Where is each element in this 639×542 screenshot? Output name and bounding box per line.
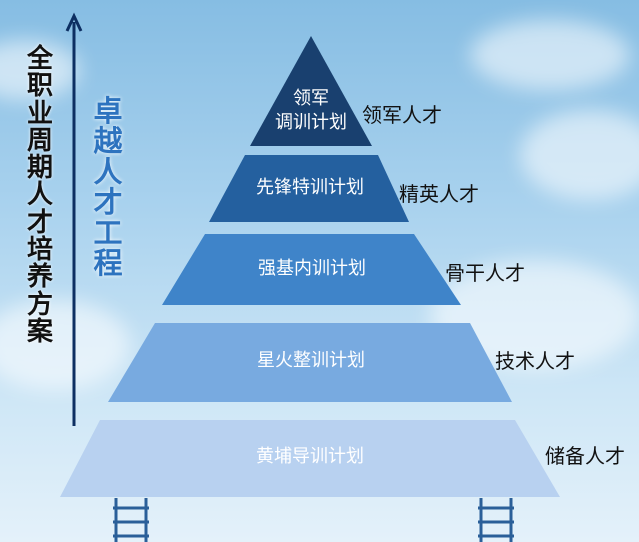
tier-plan-text: 黄埔导训计划 — [256, 446, 364, 467]
tier-plan-text: 强基内训计划 — [258, 258, 366, 279]
pyramid-tier — [209, 155, 409, 222]
pyramid-tier — [60, 420, 560, 497]
tier-plan-text: 先锋特训计划 — [256, 177, 364, 198]
cloud — [0, 300, 130, 390]
tier-label: 骨干人才 — [445, 261, 525, 285]
tier-plan-text: 星火整训计划 — [257, 350, 365, 371]
pyramid-tier — [250, 36, 372, 146]
tier-label: 领军人才 — [362, 103, 442, 127]
left-vertical-title: 全职业周期人才培养方案 — [26, 44, 53, 347]
tier-plan-text: 领军 — [293, 88, 329, 109]
tier-label: 精英人才 — [399, 182, 479, 206]
vertical-subtitle: 卓越人才工程 — [93, 94, 123, 281]
pyramid-tier — [108, 323, 512, 402]
tier-plan-text: 调训计划 — [275, 112, 347, 133]
tier-label: 储备人才 — [545, 444, 625, 468]
cloud — [520, 110, 639, 200]
cloud — [470, 20, 630, 90]
tier-label: 技术人才 — [495, 349, 575, 373]
pyramid-tier — [162, 234, 461, 305]
